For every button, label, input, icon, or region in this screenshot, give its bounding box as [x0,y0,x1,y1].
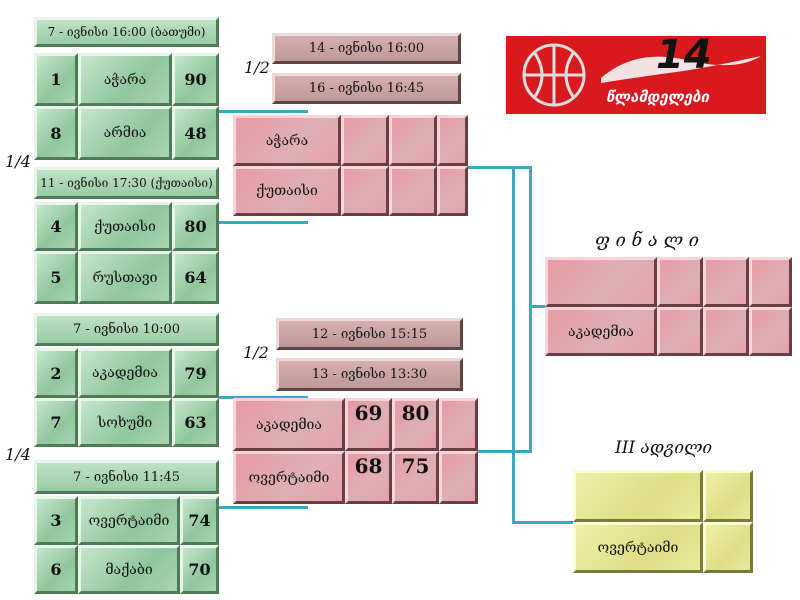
score: 80 [172,202,219,251]
score [389,166,437,216]
team-name: აკადემია [78,348,172,398]
team-name: სოხუმი [78,398,172,447]
match-date: 11 - ივნისი 17:30 (ქუთაისი) [34,167,219,199]
score [703,470,753,522]
connector [468,166,532,169]
score [657,257,703,307]
score [703,257,749,307]
team-name: აკადემია [545,307,657,356]
seed: 4 [34,202,78,251]
score [341,115,389,166]
seed: 2 [34,348,78,398]
match-date: 16 - ივნისი 16:45 [272,73,461,104]
seed: 1 [34,53,78,106]
score [439,451,478,504]
match-date: 13 - ივნისი 13:30 [276,358,463,391]
connector [218,221,308,224]
score [749,257,792,307]
final-label: ფ ი ნ ა ლ ი [595,230,699,251]
logo-text: წლამდელები [606,88,710,106]
score: 63 [172,398,219,447]
score: 69 [345,398,392,451]
score [749,307,792,356]
seed: 3 [34,496,78,545]
connector [512,166,515,524]
third-place-label: III ადგილი [615,438,713,458]
score: 80 [392,398,439,451]
connector [218,396,308,399]
team-name [545,257,657,307]
flag-ribbon-icon [601,56,761,83]
score [439,398,478,451]
connector [218,110,308,113]
quarter-label: 1/4 [5,445,31,464]
team-name: მაქაბი [78,545,180,594]
quarter-label: 1/4 [5,152,31,171]
connector [218,506,308,509]
match-date: 12 - ივნისი 15:15 [276,318,463,350]
semi-label: 1/2 [244,58,270,77]
team-name: ოვერტაიმი [78,496,180,545]
score: 90 [172,53,219,106]
team-name: ქუთაისი [233,166,341,216]
team-name: აჭარა [78,53,172,106]
score [703,522,753,573]
match-date: 7 - ივნისი 11:45 [34,460,219,494]
logo: 14 წლამდელები [506,32,766,114]
basketball-icon [522,43,586,107]
score: 74 [180,496,219,545]
semi-label: 1/2 [243,343,269,362]
score [657,307,703,356]
team-name: რუსთავი [78,251,172,304]
score: 68 [345,451,392,504]
connector [478,450,532,453]
score [389,115,437,166]
score: 70 [180,545,219,594]
seed: 7 [34,398,78,447]
seed: 6 [34,545,78,594]
team-name [573,470,703,522]
team-name: აკადემია [233,398,345,451]
score [703,307,749,356]
team-name: ოვერტაიმი [573,522,703,573]
seed: 5 [34,251,78,304]
team-name: ქუთაისი [78,202,172,251]
team-name: ოვერტაიმი [233,451,345,504]
match-date: 7 - ივნისი 10:00 [34,313,219,346]
score: 64 [172,251,219,304]
team-name: აჭარა [233,115,341,166]
match-date: 7 - ივნისი 16:00 (ბათუმი) [34,17,219,47]
score: 75 [392,451,439,504]
team-name: არმია [78,106,172,160]
connector [529,166,532,453]
connector [512,521,574,524]
logo-number: 14 [656,32,712,78]
score: 48 [172,106,219,160]
score [437,115,468,166]
connector [529,305,547,308]
score [341,166,389,216]
match-date: 14 - ივნისი 16:00 [272,33,461,64]
seed: 8 [34,106,78,160]
score: 79 [172,348,219,398]
score [437,166,468,216]
